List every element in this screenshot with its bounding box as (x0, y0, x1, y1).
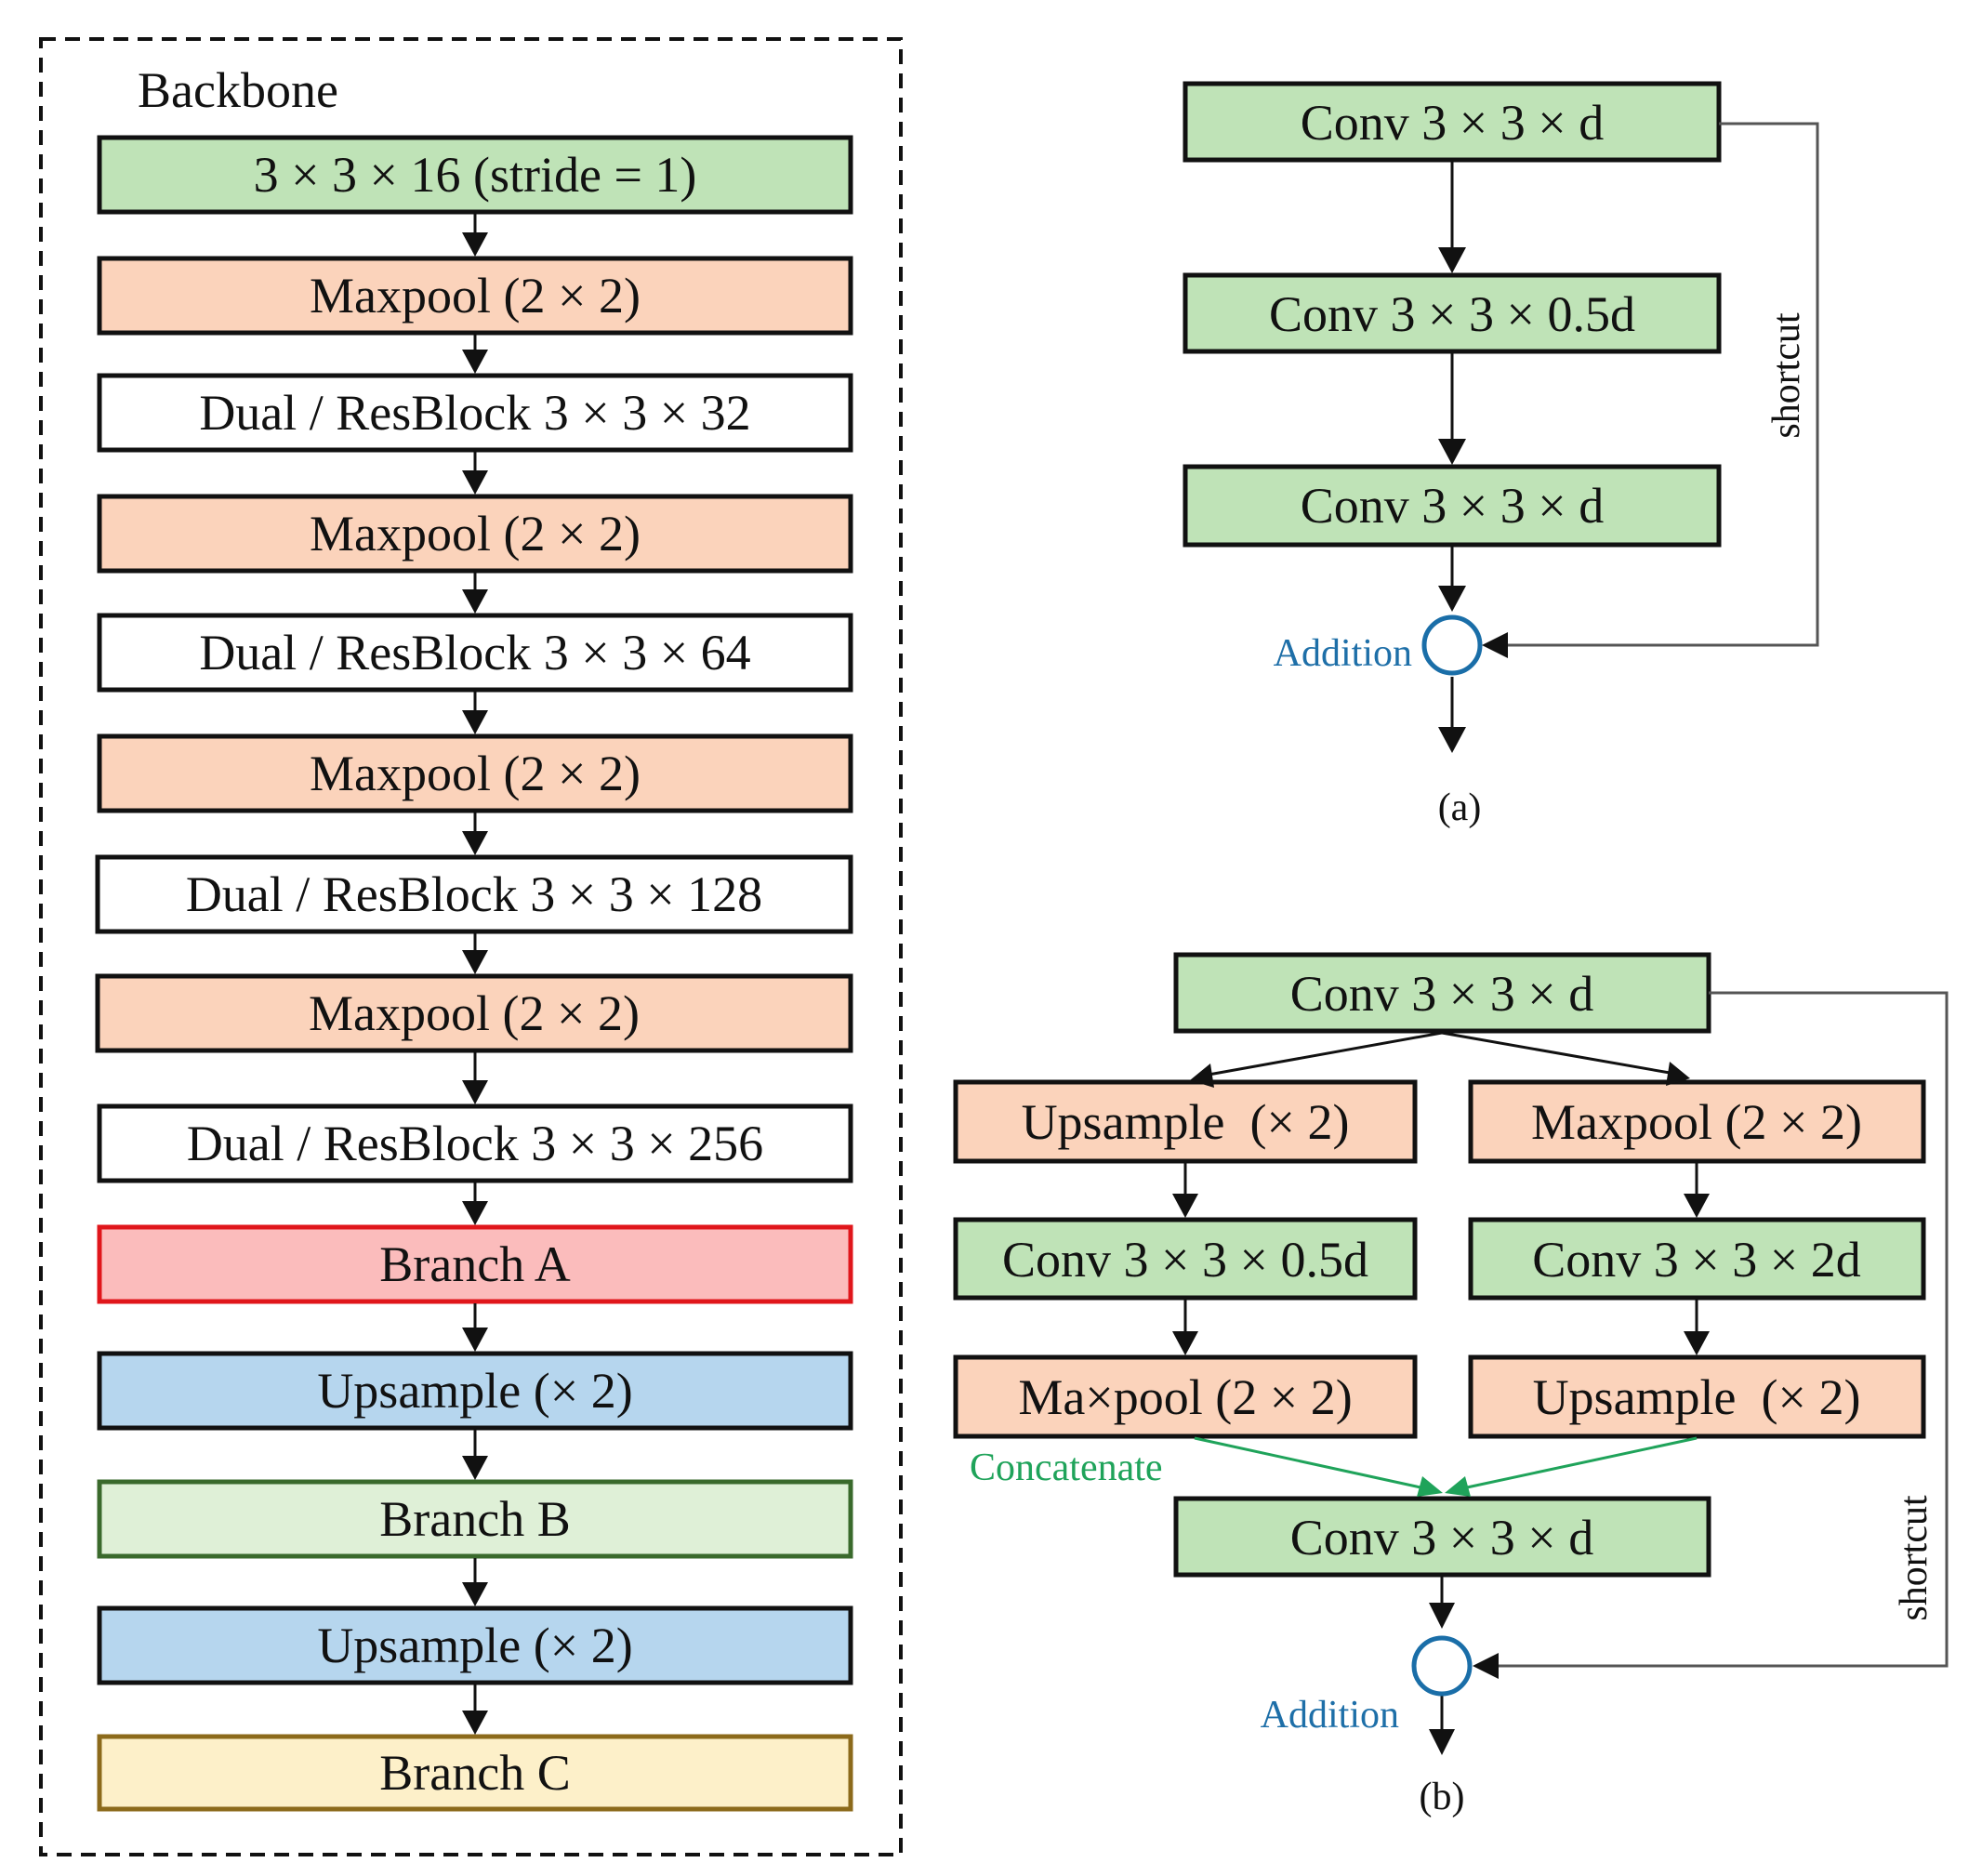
backbone-block-4: Dual / ResBlock 3 × 3 × 64 (97, 613, 853, 693)
panel-b-conv-top-box (1173, 952, 1711, 1034)
panel-b-maxpool-right: Maxpool (2 × 2) (1468, 1079, 1926, 1164)
panel-b-concat-arrows (1194, 1436, 1698, 1497)
panel-b-upsample-left-box (953, 1079, 1418, 1164)
panel-b-upsample-right-label: Upsample (× 2) (1533, 1369, 1861, 1425)
panel-a-conv1-label: Conv 3 × 3 × d (1301, 95, 1604, 151)
panel-b-shortcut-label: shortcut (1893, 1495, 1936, 1621)
panel-b-conv-right-label: Conv 3 × 3 × 2d (1532, 1232, 1860, 1288)
backbone-block-branch-b: Branch B (97, 1479, 853, 1559)
backbone-block-box (97, 256, 853, 336)
panel-b-conv-bottom: Conv 3 × 3 × d (1173, 1496, 1711, 1578)
backbone-border (39, 37, 903, 1856)
backbone-arrows (462, 214, 488, 1735)
panel-b-maxpool-left-label: Ma×pool (2 × 2) (1018, 1369, 1352, 1425)
backbone-block-box (95, 973, 853, 1053)
backbone-block-label: Maxpool (2 × 2) (310, 746, 641, 801)
panel-b-conv-top-label: Conv 3 × 3 × d (1290, 966, 1593, 1022)
backbone-block-label: Dual / ResBlock 3 × 3 × 64 (199, 625, 750, 680)
backbone-block-box (97, 613, 853, 693)
backbone-block-box (97, 1103, 853, 1183)
panel-b: Conv 3 × 3 × d Upsample (× 2) Maxpool (2… (953, 952, 1949, 1818)
backbone-block-label: Dual / ResBlock 3 × 3 × 32 (199, 385, 750, 441)
backbone-block-7: Maxpool (2 × 2) (95, 973, 853, 1053)
backbone-block-5: Maxpool (2 × 2) (97, 733, 853, 813)
panel-b-shortcut-line (1473, 991, 1949, 1679)
backbone-panel: Backbone 3 × 3 × 16 (stride = 1) Maxpool… (39, 37, 903, 1856)
backbone-block-box (97, 494, 853, 574)
backbone-block-label: 3 × 3 × 16 (stride = 1) (254, 147, 697, 203)
panel-b-addition-label: Addition (1261, 1694, 1399, 1737)
panel-a-shortcut-label: shortcut (1765, 312, 1808, 439)
panel-b-upsample-right: Upsample (× 2) (1468, 1354, 1926, 1439)
panel-a-conv2-box (1183, 272, 1722, 354)
backbone-block-0: 3 × 3 × 16 (stride = 1) (97, 135, 853, 215)
panel-b-caption: (b) (1420, 1776, 1465, 1818)
backbone-block-box (97, 733, 853, 813)
panel-a: Conv 3 × 3 × d Conv 3 × 3 × 0.5d Conv 3 … (1183, 81, 1819, 829)
panel-a-conv3-label: Conv 3 × 3 × d (1301, 478, 1604, 534)
panel-a-addition-label: Addition (1274, 632, 1412, 675)
panel-a-conv2-label: Conv 3 × 3 × 0.5d (1269, 286, 1635, 342)
panel-b-upsample-left-label: Upsample (× 2) (1022, 1094, 1350, 1150)
backbone-block-branch-a: Branch A (97, 1224, 853, 1304)
panel-b-conv-bottom-label: Conv 3 × 3 × d (1290, 1510, 1593, 1566)
panel-b-conv-left-box (953, 1217, 1418, 1301)
panel-b-upsample-left: Upsample (× 2) (953, 1079, 1418, 1164)
backbone-block-box (97, 373, 853, 453)
panel-b-conv-left-label: Conv 3 × 3 × 0.5d (1002, 1232, 1368, 1288)
panel-b-conv-right: Conv 3 × 3 × 2d (1468, 1217, 1926, 1301)
panel-a-caption: (a) (1438, 786, 1482, 829)
backbone-block-box (97, 135, 853, 215)
backbone-block-box (95, 854, 853, 934)
backbone-block-6: Dual / ResBlock 3 × 3 × 128 (95, 854, 853, 934)
panel-b-conv-right-box (1468, 1217, 1926, 1301)
panel-b-addition-node (1411, 1635, 1473, 1697)
panel-a-arrows (1438, 162, 1466, 753)
panel-b-split-arrows (1190, 1031, 1690, 1088)
backbone-block-upsample-1: Upsample (× 2) (97, 1351, 853, 1431)
backbone-block-label: Maxpool (2 × 2) (310, 268, 641, 324)
backbone-block-label: Maxpool (2 × 2) (309, 985, 640, 1041)
backbone-block-1: Maxpool (2 × 2) (97, 256, 853, 336)
panel-b-column-arrows (1172, 1163, 1710, 1755)
panel-b-upsample-right-box (1468, 1354, 1926, 1439)
backbone-block-box (97, 1479, 853, 1559)
panel-b-maxpool-right-box (1468, 1079, 1926, 1164)
backbone-block-label: Maxpool (2 × 2) (310, 506, 641, 561)
backbone-title: Backbone (138, 62, 338, 118)
backbone-block-label: Branch B (379, 1491, 570, 1547)
backbone-block-box (97, 1605, 853, 1685)
backbone-block-label: Upsample (× 2) (317, 1363, 632, 1419)
backbone-block-upsample-2: Upsample (× 2) (97, 1605, 853, 1685)
panel-a-conv3: Conv 3 × 3 × d (1183, 464, 1722, 548)
backbone-block-8: Dual / ResBlock 3 × 3 × 256 (97, 1103, 853, 1183)
panel-a-conv3-box (1183, 464, 1722, 548)
backbone-block-2: Dual / ResBlock 3 × 3 × 32 (97, 373, 853, 453)
panel-b-conv-bottom-box (1173, 1496, 1711, 1578)
panel-b-conv-top: Conv 3 × 3 × d (1173, 952, 1711, 1034)
backbone-block-label: Dual / ResBlock 3 × 3 × 256 (187, 1116, 763, 1171)
backbone-block-box (97, 1224, 853, 1304)
backbone-block-3: Maxpool (2 × 2) (97, 494, 853, 574)
panel-b-maxpool-right-label: Maxpool (2 × 2) (1531, 1094, 1862, 1150)
backbone-block-box (97, 1734, 853, 1812)
panel-b-maxpool-left: Ma×pool (2 × 2) (953, 1354, 1418, 1439)
panel-b-concatenate-label: Concatenate (970, 1447, 1163, 1489)
backbone-block-label: Branch C (379, 1745, 570, 1801)
panel-a-conv1: Conv 3 × 3 × d (1183, 81, 1722, 163)
panel-b-conv-left: Conv 3 × 3 × 0.5d (953, 1217, 1418, 1301)
backbone-block-box (97, 1351, 853, 1431)
backbone-block-label: Branch A (379, 1236, 570, 1292)
panel-a-conv2: Conv 3 × 3 × 0.5d (1183, 272, 1722, 354)
panel-a-shortcut-line (1482, 122, 1819, 658)
panel-a-conv1-box (1183, 81, 1722, 163)
backbone-block-label: Dual / ResBlock 3 × 3 × 128 (186, 866, 762, 922)
panel-a-addition-node (1421, 614, 1483, 676)
panel-b-maxpool-left-box (953, 1354, 1418, 1439)
backbone-block-branch-c: Branch C (97, 1734, 853, 1812)
backbone-block-label: Upsample (× 2) (317, 1618, 632, 1673)
